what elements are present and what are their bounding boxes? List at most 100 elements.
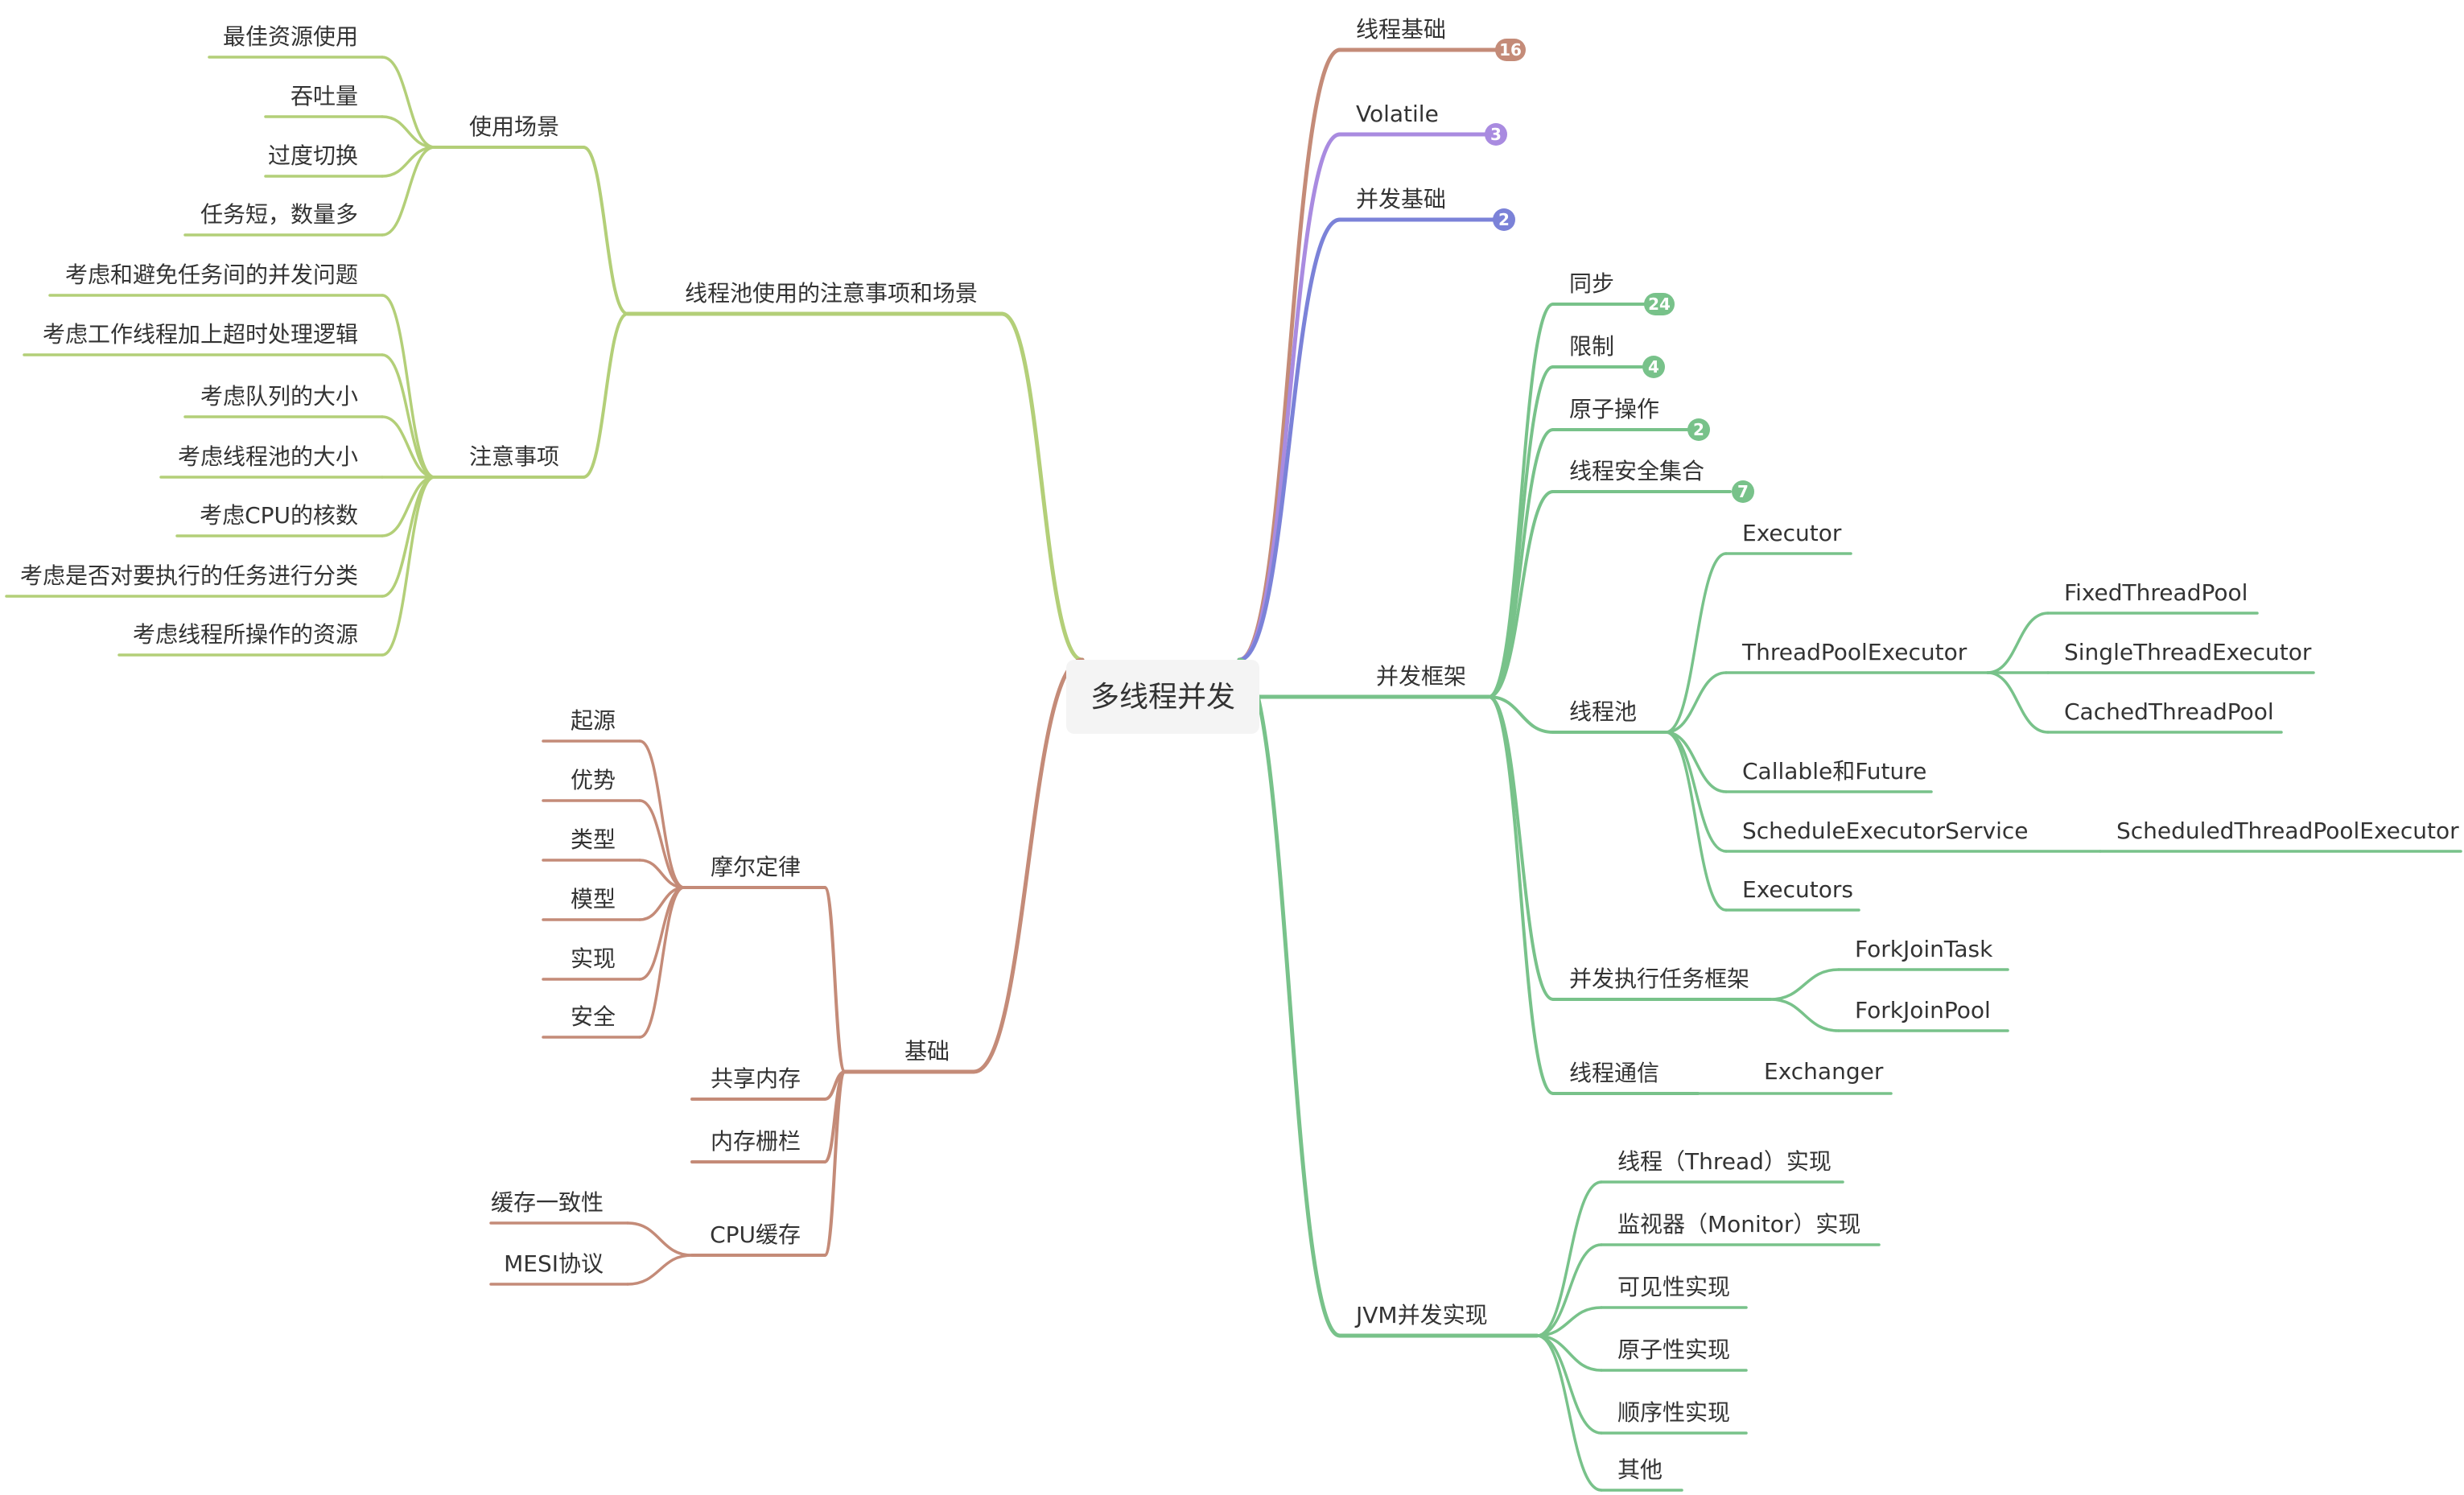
- node-thread-pool-executor[interactable]: ThreadPoolExecutor: [1741, 639, 1967, 665]
- node-moore-item-5[interactable]: 安全: [571, 1003, 616, 1030]
- branch-pool-usage[interactable]: 线程池使用的注意事项和场景: [685, 280, 978, 307]
- branch-framework[interactable]: 并发框架: [1376, 663, 1466, 690]
- badge-concurrency-basics-count: 2: [1498, 210, 1510, 229]
- badge-concurrency-basics[interactable]: 2: [1493, 208, 1515, 231]
- node-cached-thread-pool-connector: [1986, 671, 2050, 734]
- node-precaution-2[interactable]: 考虑队列的大小: [200, 383, 358, 410]
- branch-concurrency-basics-connector: [1237, 217, 1342, 662]
- node-precaution-1-connector: [381, 353, 436, 479]
- badge-sync-bg: [1644, 293, 1675, 315]
- branch-thread-basics[interactable]: 线程基础: [1356, 16, 1446, 43]
- badge-safe-collection-count: 7: [1737, 482, 1749, 501]
- node-jvm-item-5[interactable]: 其他: [1617, 1456, 1663, 1483]
- badge-thread-basics-count: 16: [1499, 40, 1522, 60]
- node-scenario-3[interactable]: 任务短，数量多: [200, 201, 358, 228]
- node-precautions[interactable]: 注意事项: [469, 443, 559, 470]
- node-scenario-2-connector: [381, 146, 436, 178]
- node-limit-connector: [1487, 365, 1555, 698]
- badge-limit[interactable]: 4: [1642, 356, 1665, 378]
- node-jvm-item-2-connector: [1535, 1306, 1603, 1337]
- branch-concurrency-basics[interactable]: 并发基础: [1356, 186, 1446, 212]
- node-precautions-connector: [582, 312, 629, 479]
- node-jvm-item-0-connector: [1535, 1180, 1603, 1337]
- node-single-thread-executor[interactable]: SingleThreadExecutor: [2064, 639, 2312, 665]
- node-jvm-item-2[interactable]: 可见性实现: [1617, 1274, 1730, 1300]
- badge-thread-basics[interactable]: 16: [1495, 39, 1526, 61]
- node-fixed-thread-pool[interactable]: FixedThreadPool: [2064, 579, 2248, 606]
- badge-thread-basics-bg: [1495, 39, 1526, 61]
- node-moore-item-1[interactable]: 优势: [571, 767, 616, 793]
- mindmap-topics: 多线程并发线程基础Volatile并发基础并发框架同步限制原子操作线程安全集合线…: [20, 16, 2459, 1483]
- node-schedule-executor-service[interactable]: ScheduleExecutorService: [1742, 818, 2029, 844]
- node-executor[interactable]: Executor: [1742, 520, 1842, 546]
- node-shared-memory[interactable]: 共享内存: [711, 1065, 801, 1092]
- badge-sync-count: 24: [1648, 294, 1671, 314]
- node-scenario-0[interactable]: 最佳资源使用: [223, 23, 358, 50]
- node-usage-scenarios[interactable]: 使用场景: [469, 113, 559, 140]
- node-precaution-4[interactable]: 考虑CPU的核数: [200, 502, 358, 529]
- node-usage-scenarios-connector: [582, 146, 629, 315]
- mindmap-connectors: [5, 47, 2462, 1492]
- branch-basics[interactable]: 基础: [904, 1038, 950, 1065]
- node-executors[interactable]: Executors: [1742, 876, 1853, 903]
- node-scenario-2[interactable]: 过度切换: [268, 142, 358, 169]
- branch-jvm[interactable]: JVM并发实现: [1354, 1302, 1488, 1328]
- node-moore-item-0[interactable]: 起源: [571, 707, 616, 734]
- node-jvm-item-1[interactable]: 监视器（Monitor）实现: [1617, 1211, 1860, 1238]
- node-jvm-item-5-connector: [1535, 1334, 1603, 1492]
- node-scenario-0-connector: [381, 56, 436, 149]
- node-moore-item-3[interactable]: 模型: [571, 886, 616, 912]
- node-atomic[interactable]: 原子操作: [1569, 396, 1659, 422]
- node-safe-collection[interactable]: 线程安全集合: [1569, 458, 1704, 484]
- badge-atomic[interactable]: 2: [1687, 418, 1710, 441]
- node-precaution-0[interactable]: 考虑和避免任务间的并发问题: [65, 262, 358, 288]
- mindmap-collapse-badges: 16 3 2 24 4 2 7: [1485, 39, 1754, 503]
- node-fork-join-pool[interactable]: ForkJoinPool: [1855, 997, 1991, 1023]
- badge-volatile-count: 3: [1490, 125, 1502, 144]
- node-scenario-1[interactable]: 吞吐量: [290, 83, 358, 109]
- node-jvm-item-4-connector: [1535, 1334, 1603, 1435]
- node-cache-coherence[interactable]: 缓存一致性: [491, 1189, 604, 1216]
- node-cpu-cache[interactable]: CPU缓存: [710, 1221, 801, 1248]
- node-cached-thread-pool[interactable]: CachedThreadPool: [2064, 698, 2274, 725]
- node-thread-communication[interactable]: 线程通信: [1569, 1060, 1659, 1086]
- node-moore-item-5-connector: [638, 886, 686, 1039]
- branch-thread-basics-connector: [1237, 47, 1342, 662]
- node-thread-pool[interactable]: 线程池: [1569, 698, 1637, 725]
- branch-volatile[interactable]: Volatile: [1356, 101, 1439, 127]
- badge-atomic-count: 2: [1693, 420, 1704, 439]
- badge-limit-count: 4: [1648, 357, 1659, 377]
- node-sync[interactable]: 同步: [1569, 270, 1614, 297]
- node-thread-communication-connector: [1487, 695, 1555, 1095]
- node-mesi-protocol[interactable]: MESI协议: [504, 1250, 604, 1277]
- node-fork-join-task[interactable]: ForkJoinTask: [1855, 936, 1993, 962]
- node-moore-item-2[interactable]: 类型: [571, 826, 616, 853]
- node-jvm-item-3[interactable]: 原子性实现: [1617, 1336, 1730, 1363]
- node-thread-pool-connector: [1487, 695, 1555, 734]
- node-scheduled-thread-pool-executor[interactable]: ScheduledThreadPoolExecutor: [2116, 818, 2459, 844]
- branch-jvm-connector: [1237, 657, 1342, 1338]
- badge-sync[interactable]: 24: [1644, 293, 1675, 315]
- node-precaution-5[interactable]: 考虑是否对要执行的任务进行分类: [20, 562, 358, 589]
- root-topic[interactable]: 多线程并发: [1066, 660, 1259, 734]
- node-fork-join-framework[interactable]: 并发执行任务框架: [1569, 966, 1749, 992]
- node-precaution-5-connector: [381, 476, 436, 598]
- node-jvm-item-4[interactable]: 顺序性实现: [1617, 1399, 1730, 1426]
- node-exchanger[interactable]: Exchanger: [1764, 1058, 1884, 1085]
- node-precaution-3[interactable]: 考虑线程池的大小: [178, 443, 358, 470]
- badge-safe-collection[interactable]: 7: [1732, 480, 1754, 503]
- badge-volatile[interactable]: 3: [1485, 123, 1507, 146]
- node-limit[interactable]: 限制: [1569, 333, 1614, 360]
- node-moore-item-4[interactable]: 实现: [571, 945, 616, 972]
- node-fork-join-task-connector: [1769, 968, 1840, 1001]
- node-memory-barrier[interactable]: 内存栅栏: [711, 1128, 801, 1155]
- node-callable-future[interactable]: Callable和Future: [1742, 758, 1926, 785]
- badge-limit-bg: [1642, 356, 1665, 378]
- node-precaution-6[interactable]: 考虑线程所操作的资源: [133, 621, 358, 648]
- node-precaution-2-connector: [381, 415, 436, 479]
- node-jvm-item-0[interactable]: 线程（Thread）实现: [1617, 1148, 1832, 1175]
- node-moores-law[interactable]: 摩尔定律: [711, 854, 801, 880]
- node-executor-connector: [1664, 552, 1728, 734]
- node-precaution-1[interactable]: 考虑工作线程加上超时处理逻辑: [43, 321, 358, 348]
